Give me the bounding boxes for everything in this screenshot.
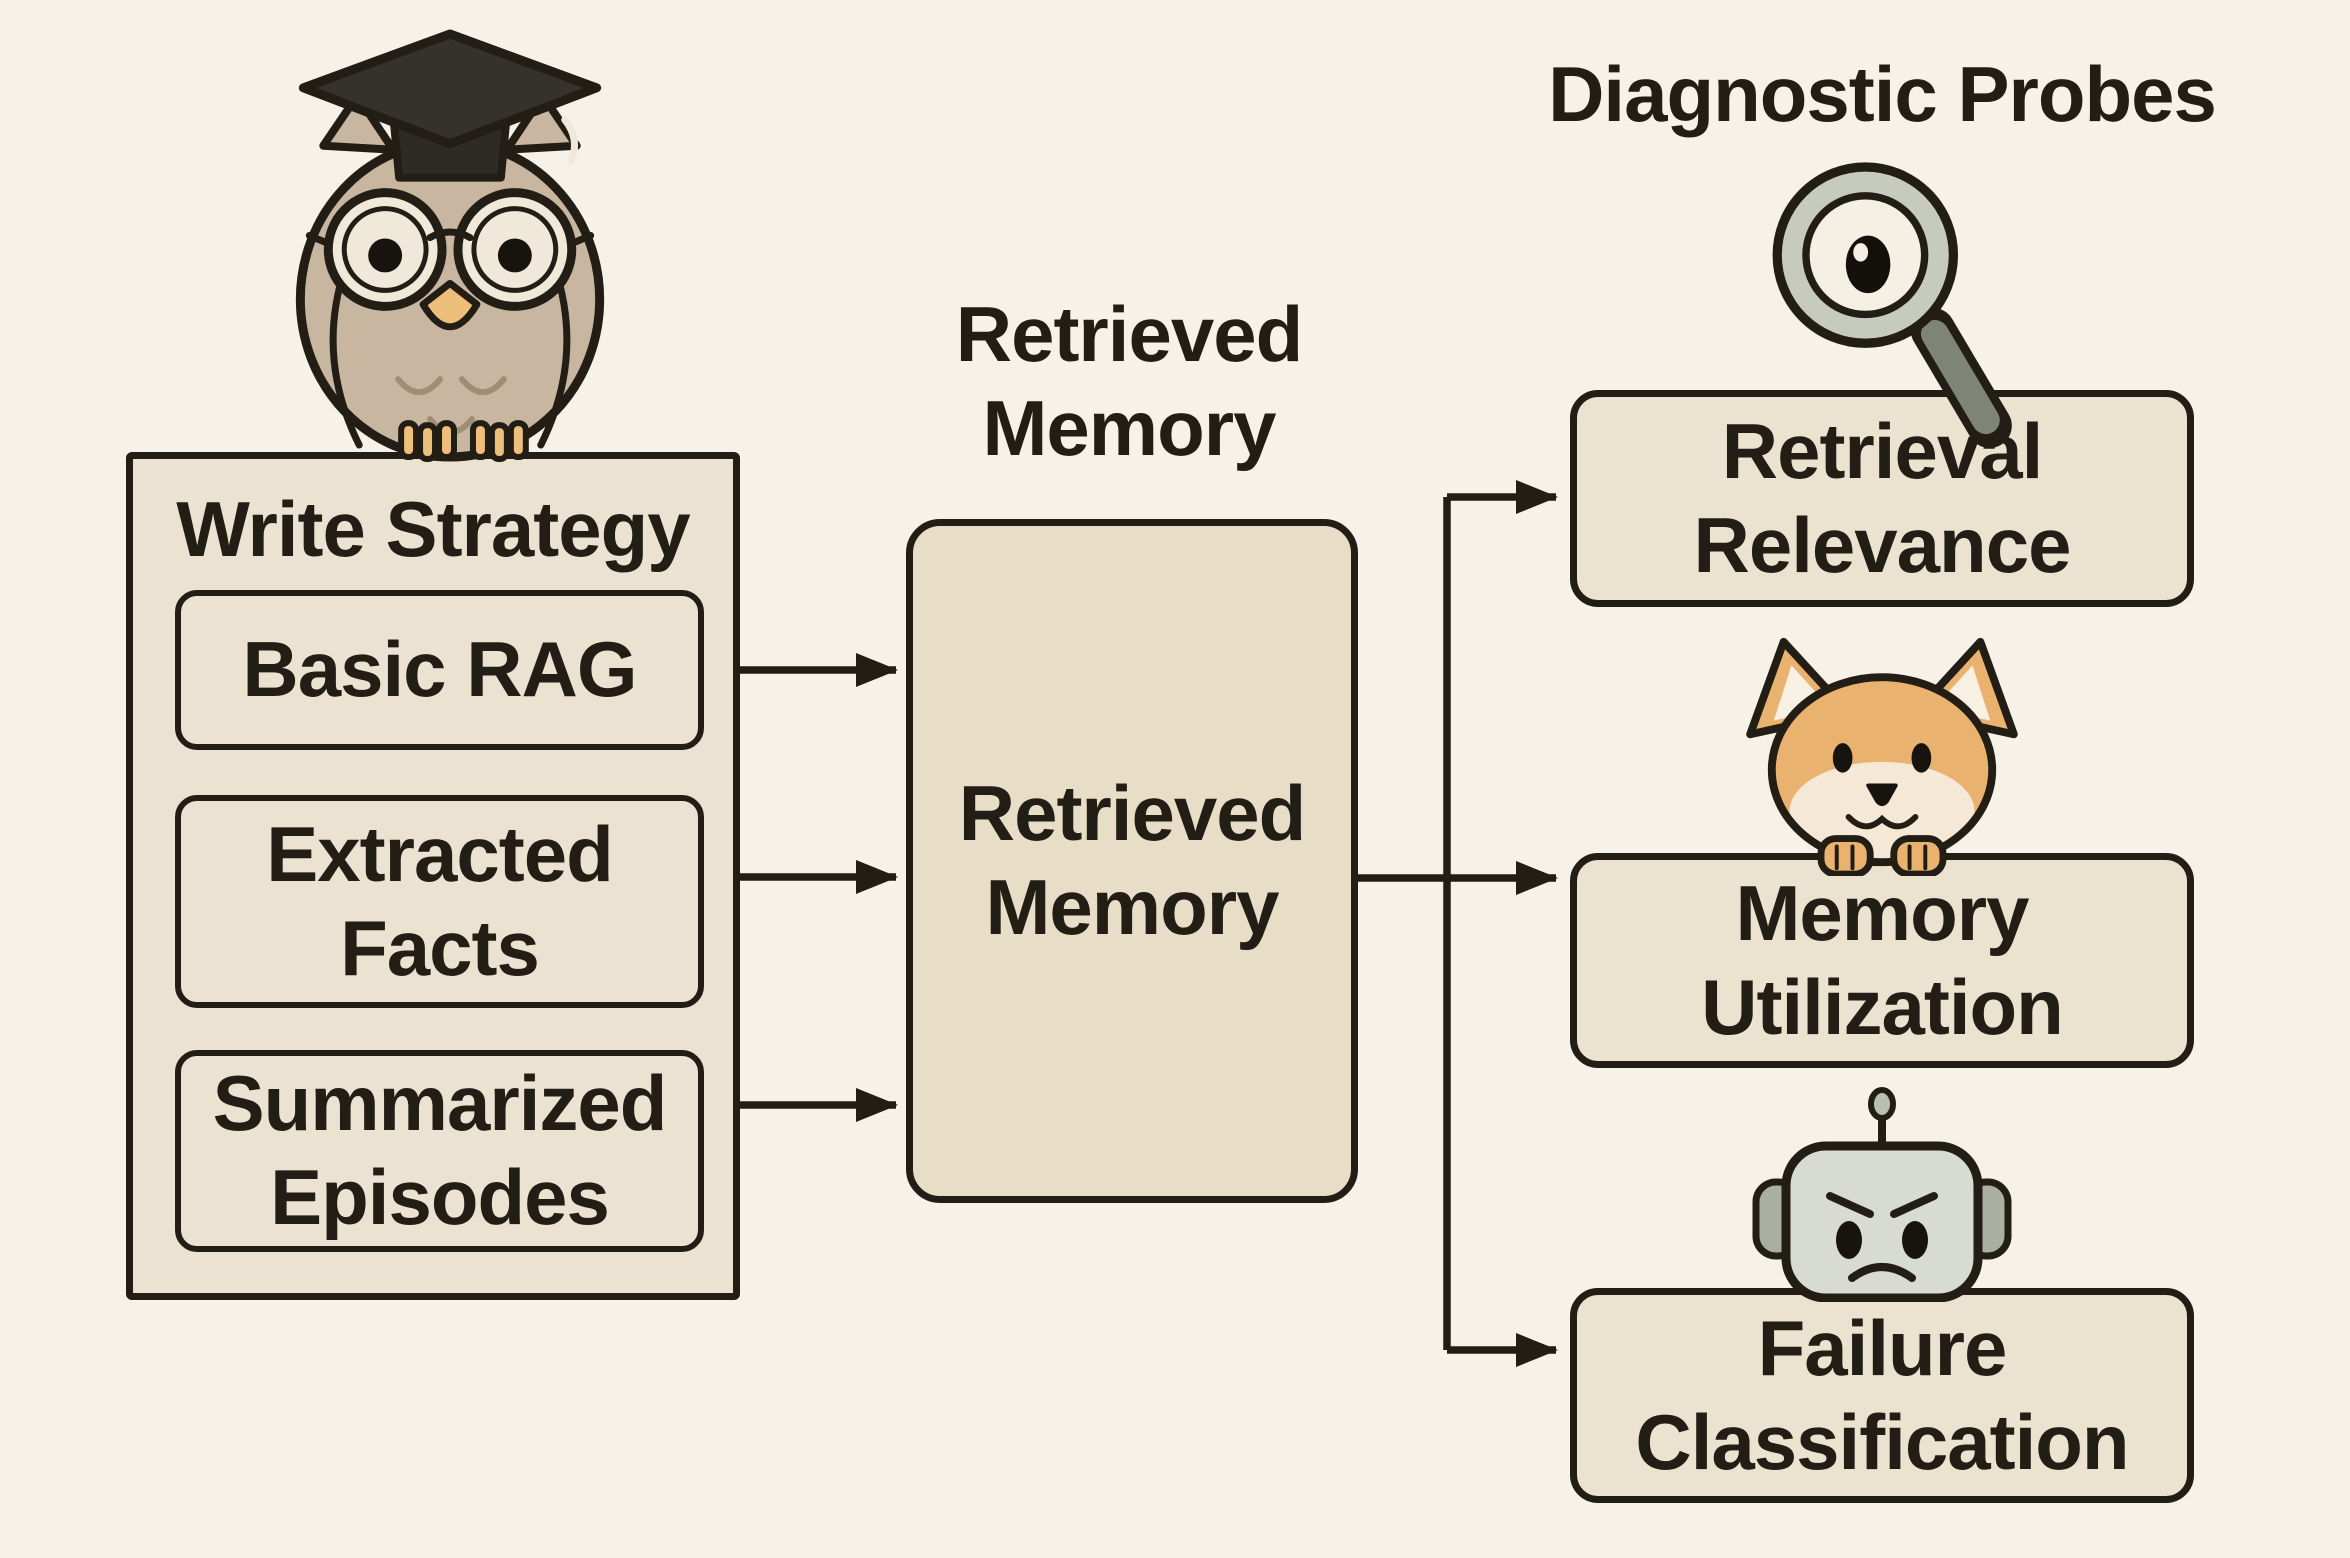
fox-mascot-icon [1746,637,2018,876]
strategy-item-label: Basic RAG [242,625,637,714]
graduate-owl-mascot-icon [295,29,605,462]
write-strategy-panel: Write Strategy Basic RAG Extracted Facts… [126,452,740,1300]
diagnostic-probes-title: Diagnostic Probes [1548,50,2217,138]
owl-glasses-icon [305,188,595,311]
probe-label: Failure Classification [1635,1303,2129,1486]
strategy-item-label: Summarized Episodes [212,1059,668,1241]
probe-memory-utilization: Memory Utilization [1570,853,2194,1068]
graduation-cap-icon [298,29,602,182]
probe-failure-classification: Failure Classification [1570,1288,2194,1503]
retrieved-memory-box: Retrieved Memory [906,519,1358,1203]
strategy-item-summarized-episodes: Summarized Episodes [175,1050,704,1252]
retrieved-memory-box-label: Retrieved Memory [958,769,1307,951]
write-strategy-title: Write Strategy [176,485,690,573]
strategy-item-basic-rag: Basic RAG [175,590,704,750]
probe-retrieval-relevance: Retrieval Relevance [1570,390,2194,607]
retrieved-memory-heading: Retrieved Memory [955,290,1304,472]
probe-label: Retrieval Relevance [1693,406,2072,589]
sad-robot-mascot-icon [1752,1087,2012,1302]
strategy-item-extracted-facts: Extracted Facts [175,795,704,1008]
probe-label: Memory Utilization [1701,868,2064,1051]
strategy-item-label: Extracted Facts [266,809,614,992]
